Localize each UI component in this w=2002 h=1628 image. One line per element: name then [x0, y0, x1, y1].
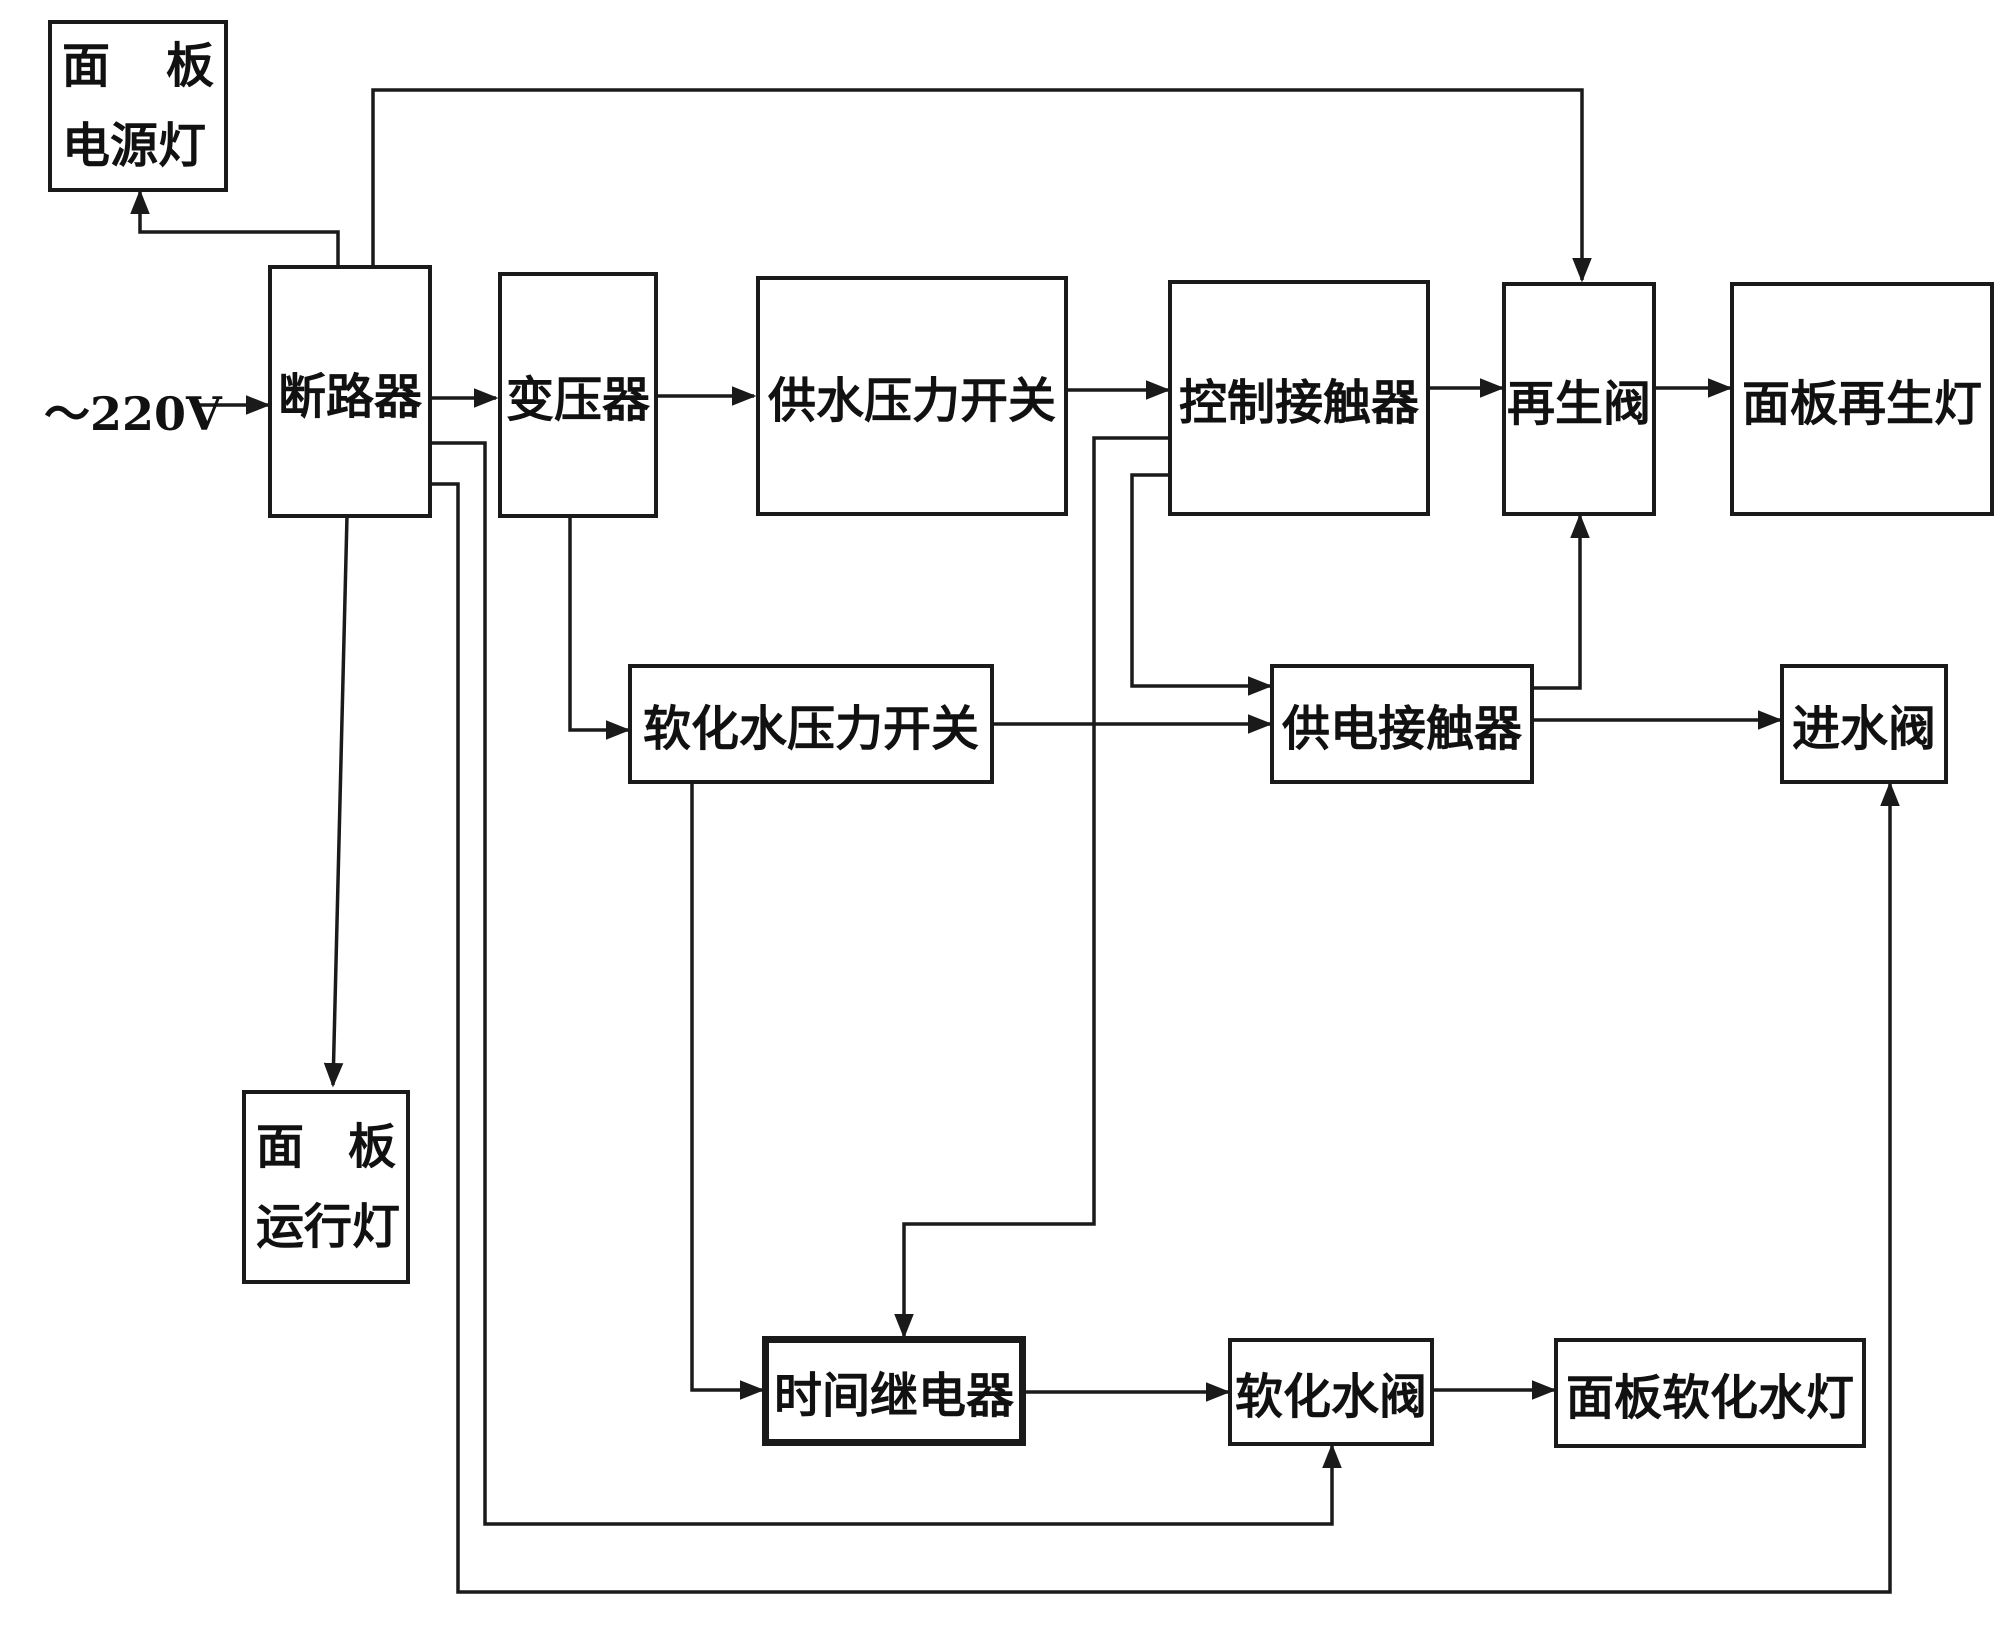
soft-water-pressure-switch-label: 软化水压力开关: [642, 701, 979, 757]
wire-breaker-power-light: [130, 189, 340, 265]
power-source-label: ～220V: [44, 387, 222, 441]
wire-power-contactor-regen-valve: [1532, 513, 1590, 690]
breaker-box: 断路器: [268, 265, 432, 518]
control-contactor-box: 控制接触器: [1168, 280, 1430, 516]
control-contactor-label: 控制接触器: [1178, 375, 1419, 431]
supply-pressure-switch-label: 供水压力开关: [767, 373, 1056, 429]
inlet-valve-box: 进水阀: [1780, 664, 1948, 784]
panel-run-light-char2: 板: [347, 1119, 396, 1175]
transformer-box: 变压器: [498, 272, 658, 518]
panel-power-light-char1: 面: [62, 38, 111, 94]
supply-pressure-switch-box: 供水压力开关: [756, 276, 1068, 516]
wire-breaker-run-light: [323, 515, 349, 1088]
breaker-label: 断路器: [277, 368, 422, 425]
panel-power-light-char2: 板: [165, 38, 214, 94]
wire-control-contactor-power-contactor: [1130, 473, 1273, 696]
soft-water-pressure-switch-box: 软化水压力开关: [628, 664, 994, 784]
power-contactor-box: 供电接触器: [1270, 664, 1534, 784]
wire-breaker-regen-valve-top: [371, 88, 1592, 283]
panel-run-light-char1: 面: [256, 1119, 305, 1175]
panel-regen-light-label: 面板再生灯: [1741, 376, 1982, 432]
wire-transformer-soft-switch: [568, 516, 631, 740]
time-relay-label: 时间继电器: [773, 1368, 1014, 1424]
regen-valve-box: 再生阀: [1502, 282, 1656, 516]
time-relay-box: 时间继电器: [762, 1336, 1026, 1446]
regen-valve-label: 再生阀: [1506, 376, 1651, 432]
panel-regen-light-box: 面板再生灯: [1730, 282, 1994, 516]
panel-run-light-box: 面板 运行灯: [242, 1090, 410, 1284]
wire-breaker-soft-valve: [432, 441, 1342, 1526]
soft-water-valve-box: 软化水阀: [1228, 1338, 1434, 1446]
panel-power-light-box: 面板 电源灯: [48, 20, 228, 192]
power-contactor-label: 供电接触器: [1281, 701, 1522, 757]
wire-soft-switch-time-relay: [690, 782, 765, 1400]
wire-control-contactor-time-relay: [894, 436, 1168, 1339]
soft-water-valve-label: 软化水阀: [1234, 1369, 1427, 1425]
panel-soft-water-light-box: 面板软化水灯: [1554, 1338, 1866, 1448]
panel-run-light-line2: 运行灯: [256, 1199, 401, 1255]
inlet-valve-label: 进水阀: [1791, 701, 1936, 757]
wire-breaker-inlet-valve: [432, 482, 1900, 1594]
transformer-label: 变压器: [505, 372, 650, 428]
panel-soft-water-light-label: 面板软化水灯: [1565, 1370, 1854, 1426]
panel-power-light-line2: 电源灯: [62, 118, 207, 174]
